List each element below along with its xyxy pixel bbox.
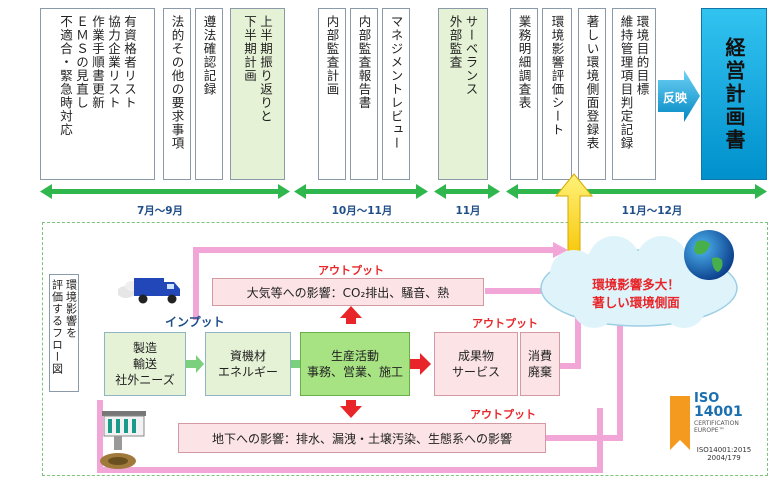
flow-line: 製造: [132, 341, 157, 355]
side-label-line: 環境影響を: [64, 279, 78, 339]
output-label-atmosphere: アウトプット: [318, 264, 384, 277]
truck-icon: [118, 278, 180, 304]
iso-badge: ISO 14001 CERTIFICATION EUROPE™: [694, 392, 752, 434]
flow-line: サービス: [451, 365, 500, 379]
doc-line: 業務明細調査表: [516, 15, 532, 110]
management-plan-label: 経営計画書: [722, 36, 746, 152]
flow-box-inputs: 製造 輸送 社外ニーズ: [104, 332, 186, 396]
flow-line: 輸送: [132, 357, 157, 371]
globe-icon: [684, 230, 734, 280]
flow-line: 事務、営業、施工: [306, 365, 403, 379]
flow-line: 社外ニーズ: [115, 373, 175, 387]
doc-line: 環境目的目標: [634, 15, 650, 96]
doc-box-significant-aspects-register: 著しい環境側面登録表: [578, 8, 606, 180]
iso-std-line: ISO14001:2015: [696, 446, 752, 454]
flow-line: 生産活動: [330, 349, 379, 363]
doc-line: サーベランス: [463, 15, 479, 96]
doc-line: 内部監査報告書: [356, 15, 372, 110]
period-label-oct-nov: 10月～11月: [331, 205, 393, 217]
management-plan-box: 経営計画書: [701, 8, 767, 180]
doc-line: 作業手順書更新: [90, 15, 105, 110]
doc-box-objectives-targets: 環境目的目標 維持管理項目判定記録: [612, 8, 656, 180]
doc-line: 外部監査: [447, 15, 463, 69]
iso-title: ISO: [694, 391, 720, 406]
flow-diagram-panel: [42, 222, 768, 476]
cloud-line: 環境影響多大！: [592, 277, 680, 292]
doc-box-internal-audit-plan: 内部監査計画: [318, 8, 346, 180]
underground-impact-box: 地下への影響：排水、漏洩・土壌汚染、生態系への影響: [178, 423, 546, 453]
doc-box-impact-assessment-sheet: 環境影響評価シート: [542, 8, 572, 180]
iso-std-line: 2004/179: [707, 454, 741, 462]
doc-line: 維持管理項目判定記録: [618, 15, 634, 150]
doc-box-compliance-record: 遵法確認記録: [195, 8, 223, 180]
impact-cloud-text: 環境影響多大！ 著しい環境側面: [548, 276, 724, 312]
output-label-products: アウトプット: [472, 317, 538, 330]
input-label: インプット: [165, 315, 225, 329]
impact-cloud-icon: [540, 236, 738, 328]
factory-drainage-icon: [100, 411, 146, 469]
flow-box-products: 成果物 サービス: [434, 332, 518, 396]
doc-box-half-year-plan: 上半期振り返りと 下半期計画: [230, 8, 285, 180]
period-label-nov-dec: 11月～12月: [621, 205, 683, 217]
cloud-line: 著しい環境側面: [592, 295, 680, 310]
side-label-line: 評価するフロー図: [50, 279, 64, 375]
flow-line: 成果物: [457, 349, 494, 363]
flow-line: 消費: [527, 349, 552, 363]
feedback-label: 反映: [662, 91, 687, 105]
doc-line: 有資格者リスト: [122, 15, 137, 110]
flow-box-production: 生産活動 事務、営業、施工: [300, 332, 410, 396]
flow-line: 資機材: [229, 349, 266, 363]
doc-box-legal-requirements: 法的その他の要求事項: [163, 8, 191, 180]
iso-ribbon-icon: [670, 396, 690, 450]
flow-line: エネルギー: [217, 365, 278, 379]
period-label-jul-sep: 7月～9月: [136, 205, 184, 217]
iso-cert-line: EUROPE™: [694, 427, 725, 434]
atmosphere-impact-box: 大気等への影響：CO₂排出、騒音、熱: [212, 278, 484, 306]
flow-box-materials: 資機材 エネルギー: [205, 332, 291, 396]
doc-line: 遵法確認記録: [201, 15, 217, 96]
doc-box-ems-review-text: 有資格者リスト 協力企業リスト 作業手順書更新 ＥＭＳの見直し 不適合・緊急時対…: [58, 15, 137, 137]
doc-line: 法的その他の要求事項: [169, 15, 185, 150]
doc-line: 協力企業リスト: [106, 15, 121, 110]
doc-box-ems-review: 有資格者リスト 協力企業リスト 作業手順書更新 ＥＭＳの見直し 不適合・緊急時対…: [40, 8, 155, 180]
timeline: [40, 184, 767, 199]
doc-line: 下半期計画: [242, 15, 257, 83]
feedback-arrow-icon: [658, 70, 700, 122]
underground-impact-text: 地下への影響：排水、漏洩・土壌汚染、生態系への影響: [211, 431, 512, 446]
doc-box-external-audit: サーベランス 外部監査: [438, 8, 488, 180]
doc-line: 上半期振り返りと: [258, 15, 273, 123]
flow-side-label: 環境影響を 評価するフロー図: [49, 274, 79, 392]
doc-line: ＥＭＳの見直し: [74, 15, 89, 110]
period-label-nov: 11月: [455, 205, 481, 217]
doc-box-internal-audit-report: 内部監査報告書: [350, 8, 378, 180]
doc-box-business-survey: 業務明細調査表: [510, 8, 538, 180]
doc-line: マネジメントレビュー: [388, 15, 404, 150]
output-label-underground: アウトプット: [470, 408, 536, 421]
doc-line: 不適合・緊急時対応: [58, 15, 73, 137]
doc-line: 環境影響評価シート: [549, 15, 565, 137]
atmosphere-impact-text: 大気等への影響：CO₂排出、騒音、熱: [246, 285, 450, 300]
iso-number: 14001: [694, 404, 743, 420]
doc-line: 内部監査計画: [324, 15, 340, 96]
doc-line: 著しい環境側面登録表: [584, 15, 600, 150]
flow-line: 廃棄: [527, 365, 552, 379]
iso-standard: ISO14001:2015 2004/179: [686, 446, 762, 462]
flow-box-disposal: 消費 廃棄: [520, 332, 560, 396]
iso-cert-line: CERTIFICATION: [694, 420, 739, 427]
doc-box-management-review: マネジメントレビュー: [382, 8, 410, 180]
